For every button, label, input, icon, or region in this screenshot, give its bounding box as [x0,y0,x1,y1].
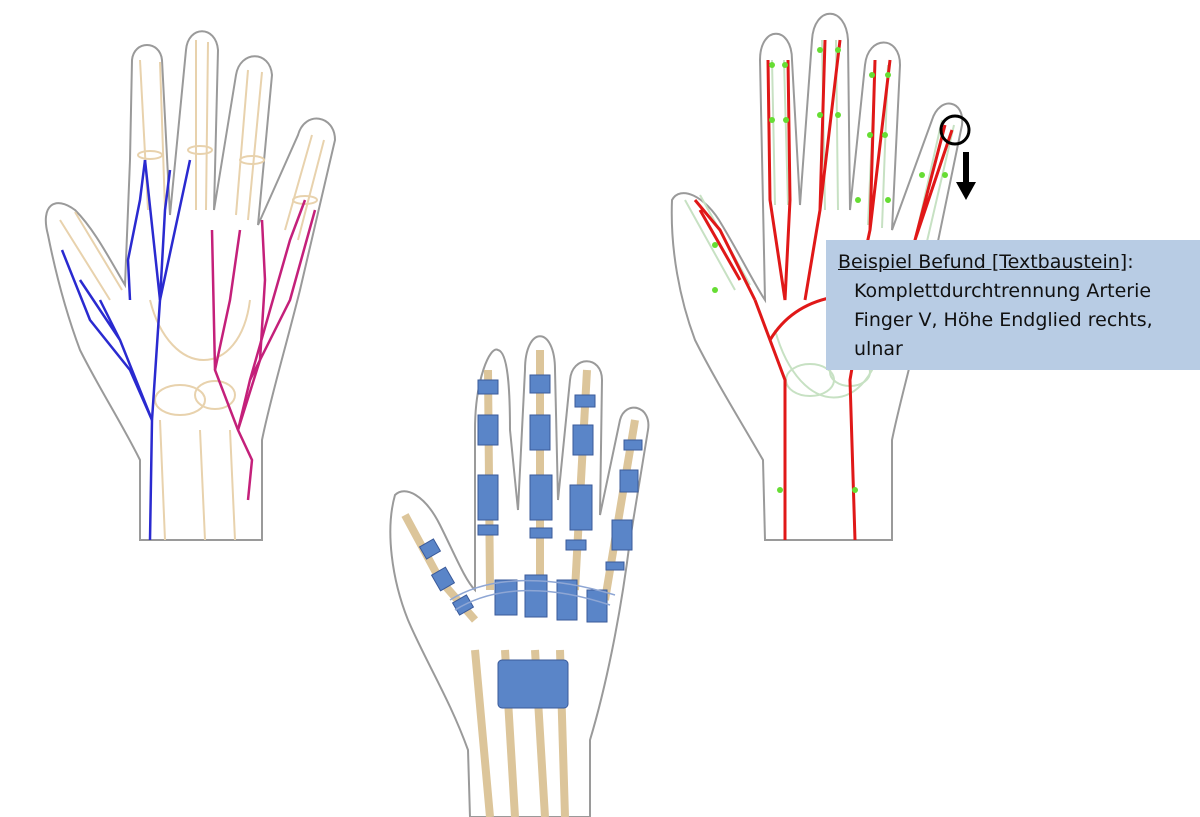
callout-line-1: Komplettdurchtrennung Arterie [838,277,1190,306]
callout-heading-row: Beispiel Befund [Textbaustein]: [838,248,1190,277]
down-arrow-icon [956,152,976,200]
callout-line-3: ulnar [838,335,1190,364]
center-hand-ligaments-illustration [380,320,680,817]
transverse-carpal-ligament [498,660,568,708]
left-hand-outline [46,31,335,540]
callout-line-2: Finger V, Höhe Endglied rechts, [838,306,1190,335]
callout-heading-colon: : [1127,251,1133,273]
callout-heading: Beispiel Befund [Textbaustein] [838,251,1127,273]
left-hand-vessels-illustration [0,0,400,560]
findings-callout: Beispiel Befund [Textbaustein]: Komplett… [826,240,1200,370]
